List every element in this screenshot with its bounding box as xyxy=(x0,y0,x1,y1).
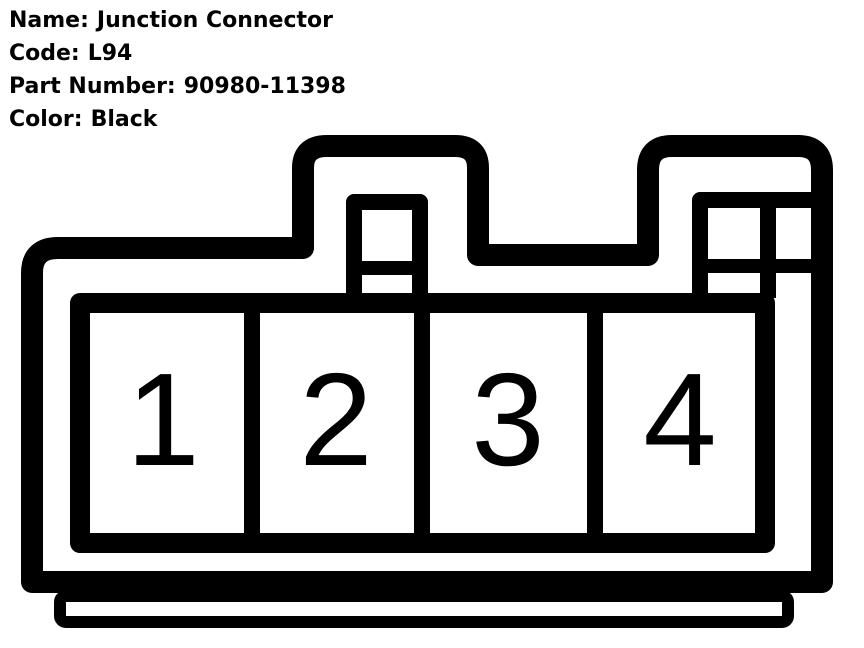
code-line: Code: L94 xyxy=(9,37,346,70)
name-line: Name: Junction Connector xyxy=(9,4,346,37)
connector-info: Name: Junction Connector Code: L94 Part Nu… xyxy=(9,4,346,136)
housing-outline xyxy=(21,135,833,593)
code-label: Code: xyxy=(9,41,80,66)
color-value: Black xyxy=(90,107,158,132)
code-value: L94 xyxy=(87,41,133,66)
pin-divider xyxy=(414,303,430,543)
pin-number-3: 3 xyxy=(471,346,544,493)
part-number-value: 90980-11398 xyxy=(183,74,346,99)
name-label: Name: xyxy=(9,8,89,33)
part-number-line: Part Number: 90980-11398 xyxy=(9,70,346,103)
left-lock-tab xyxy=(346,194,428,298)
pin-number-1: 1 xyxy=(126,346,199,493)
pin-divider xyxy=(587,303,603,543)
pin-number-4: 4 xyxy=(643,346,716,493)
pin-divider xyxy=(244,303,260,543)
part-number-label: Part Number: xyxy=(9,74,176,99)
name-value: Junction Connector xyxy=(96,8,333,33)
color-label: Color: xyxy=(9,107,83,132)
bottom-rail xyxy=(54,590,794,628)
pin-number-2: 2 xyxy=(299,346,372,493)
color-line: Color: Black xyxy=(9,103,346,136)
